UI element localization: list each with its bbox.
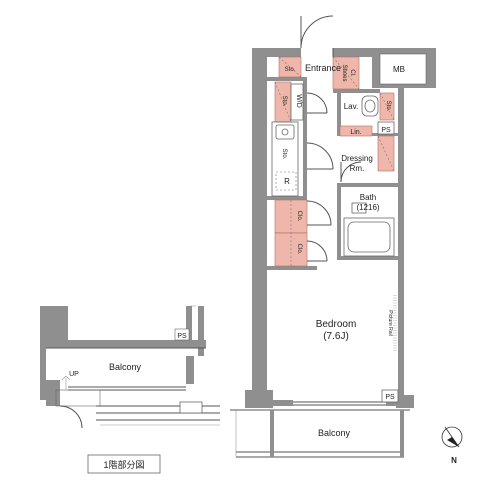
label-bath-1: Bath [360, 193, 376, 202]
label-bedroom-2: (7.6J) [323, 331, 349, 342]
room-labels: Entrance MB Sto. Shoes Cl. Sto. W/D Lav.… [281, 63, 405, 438]
label-sto-lav: Sto. [385, 101, 391, 112]
label-bath-2: (1216) [356, 203, 379, 212]
label-shoes-cl-1: Shoes [341, 64, 347, 81]
label-inset-ps: PS [177, 333, 187, 340]
label-refrigerator: R [284, 177, 290, 186]
label-inset-balcony: Balcony [109, 362, 142, 372]
compass-north-label: N [451, 456, 457, 465]
fixtures [271, 83, 399, 403]
entrance-door [300, 15, 334, 57]
label-clo-lower: Clo. [296, 244, 302, 255]
label-inset-up: UP [69, 371, 79, 378]
label-inset-caption: 1階部分図 [103, 459, 144, 470]
inset-labels: PS UP Balcony 1階部分図 [69, 333, 187, 470]
label-balcony: Balcony [318, 428, 351, 438]
label-picture-rail: Picture Rail [387, 310, 393, 336]
door-swings [306, 92, 362, 262]
label-sto-top: Sto. [285, 67, 296, 73]
label-dressing-2: Rm. [350, 164, 365, 173]
balcony-main [230, 409, 410, 458]
label-sto-kitchen: Sto. [281, 149, 287, 160]
label-ps-bottom: PS [385, 394, 395, 401]
label-mb: MB [393, 65, 405, 74]
unit-walls [245, 48, 436, 408]
label-lin: Lin. [350, 129, 361, 136]
picture-rail [393, 295, 397, 352]
label-dressing-1: Dressing [341, 154, 373, 163]
label-shoes-cl-2: Cl. [349, 69, 355, 77]
label-entrance: Entrance [305, 63, 341, 73]
inset-plan [40, 305, 220, 474]
label-lav: Lav. [344, 102, 359, 111]
label-clo-upper: Clo. [296, 211, 302, 222]
label-ps-top: PS [381, 127, 391, 134]
label-bedroom-1: Bedroom [316, 319, 357, 330]
label-wd: W/D [295, 94, 302, 108]
compass [441, 426, 463, 448]
label-sto-wd: Sto. [281, 96, 287, 107]
